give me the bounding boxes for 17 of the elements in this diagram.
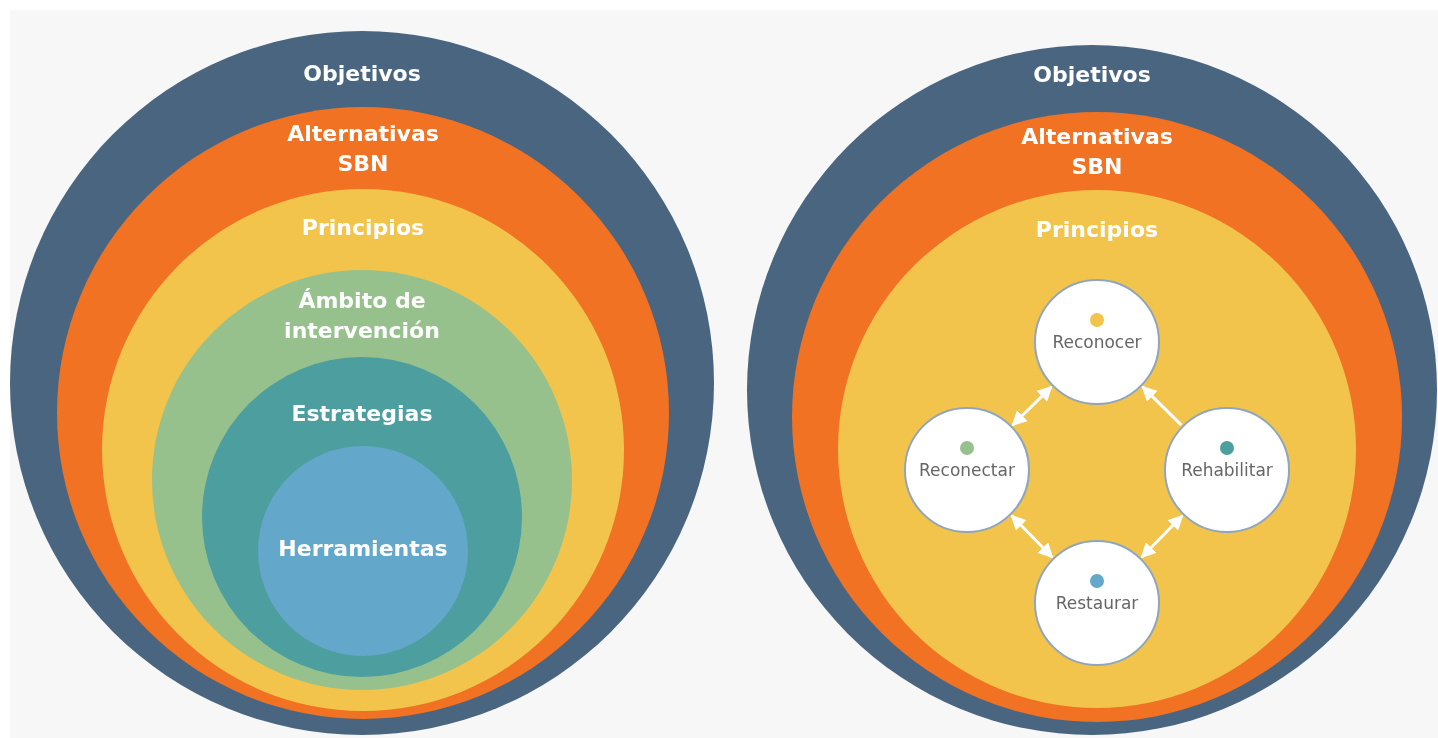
double-arrow (1011, 385, 1053, 427)
step-label: Restaurar (1054, 592, 1140, 614)
circle-title: Objetivos (302, 60, 422, 88)
circle-title: Objetivos (1032, 61, 1152, 89)
circle-title: Ámbito de intervención (283, 287, 441, 345)
circle-title: Alternativas SBN (286, 120, 440, 178)
step-label: Reconocer (1051, 331, 1143, 353)
circle-title: Principios (300, 214, 426, 242)
circle-title: Estrategias (290, 400, 434, 428)
circle-title: Herramientas (277, 535, 449, 563)
circle-title: Alternativas SBN (1020, 123, 1174, 181)
circle-title: Principios (1034, 216, 1160, 244)
double-arrow (1140, 514, 1184, 559)
double-arrow (1010, 514, 1054, 559)
arrow (1141, 385, 1183, 427)
step-label: Rehabilitar (1180, 459, 1274, 481)
step-label: Reconectar (918, 459, 1016, 481)
